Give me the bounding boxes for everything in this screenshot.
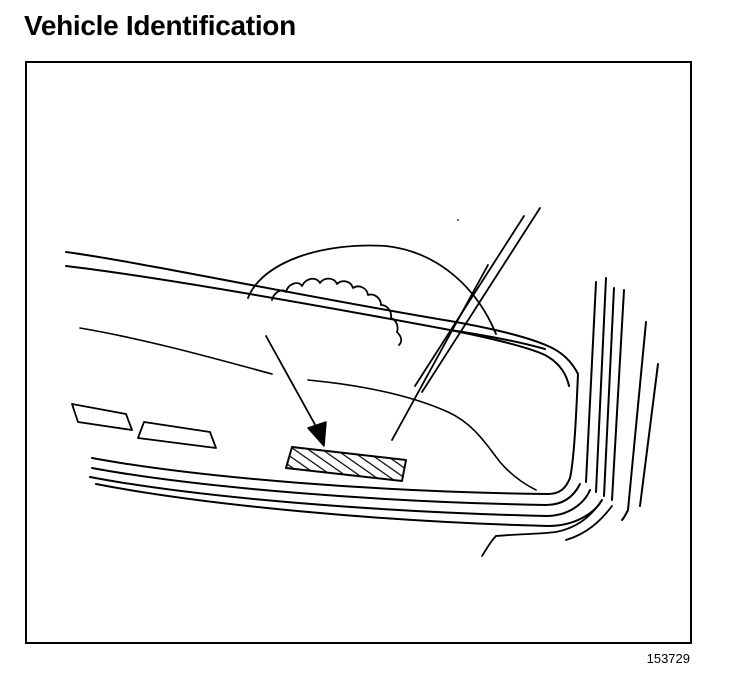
- dash-lower-edge: [89, 457, 603, 527]
- speck: [457, 219, 459, 221]
- vin-plate: [285, 446, 407, 482]
- scalloped-edge: [271, 277, 403, 346]
- windshield-pillar: [391, 207, 541, 441]
- a-pillar: [569, 277, 659, 521]
- defroster-vents: [71, 403, 217, 449]
- page-title: Vehicle Identification: [24, 10, 296, 41]
- dash-contour: [79, 327, 537, 491]
- vin-pointer-arrow: [265, 335, 327, 447]
- figure-number: 153729: [646, 651, 690, 666]
- lower-trim: [481, 499, 613, 557]
- instrument-hood: [247, 244, 497, 346]
- figure-frame: [25, 61, 692, 644]
- vin-plate-illustration: [65, 207, 659, 557]
- dash-top-edge: [65, 251, 579, 387]
